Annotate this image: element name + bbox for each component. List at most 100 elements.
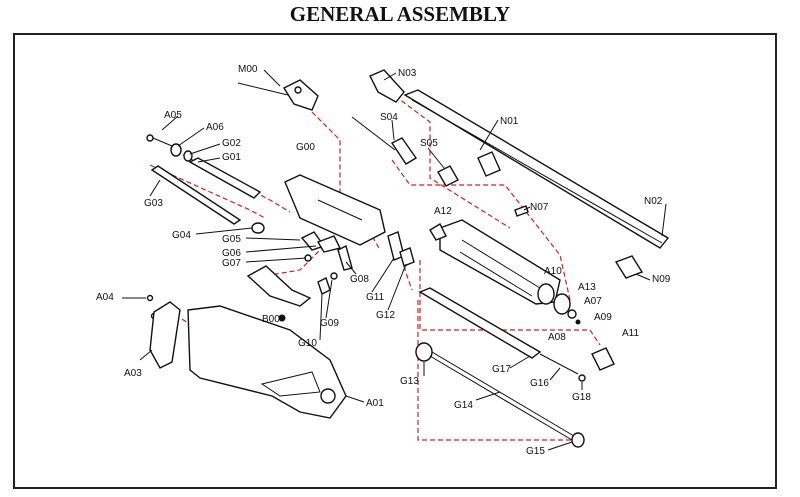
- assembly-line-g07: [269, 239, 331, 276]
- receiver-g00: [284, 174, 386, 246]
- n09-end-cap: [614, 255, 644, 279]
- label-g17: G17: [492, 364, 511, 375]
- leader-g11: [371, 257, 395, 293]
- a01-grip-cap: [320, 388, 336, 404]
- label-a13: A13: [578, 282, 596, 293]
- a10-grip-upper: [461, 239, 541, 289]
- leader-g01: [197, 157, 221, 163]
- leader-s04: [391, 119, 395, 141]
- label-s04: S04: [380, 112, 398, 123]
- page-title: GENERAL ASSEMBLY: [289, 2, 511, 26]
- leader-n01: [479, 119, 499, 151]
- label-g05: G05: [222, 234, 241, 245]
- label-g11: G11: [366, 292, 385, 303]
- stock-a01: [187, 305, 347, 419]
- g13-cap: [415, 342, 433, 362]
- rod-assembly-s04: [351, 116, 459, 187]
- label-n07: N07: [530, 202, 549, 213]
- g03-spring-guide: [150, 165, 242, 225]
- label-a04: A04: [96, 292, 114, 303]
- g02-ring: [183, 150, 193, 162]
- leader-n03: [383, 72, 397, 81]
- label-g18: G18: [572, 392, 591, 403]
- assembly-line-g14: [417, 300, 580, 441]
- tube-assembly-g01: [146, 134, 262, 225]
- leader-g08: [345, 261, 357, 275]
- g15-cap: [571, 432, 585, 448]
- label-g08: G08: [350, 274, 369, 285]
- label-g06: G06: [222, 248, 241, 259]
- assembly-line-g12: [404, 250, 413, 291]
- label-a09: A09: [594, 312, 612, 323]
- label-g03: G03: [144, 198, 163, 209]
- g04-bushing: [251, 222, 265, 234]
- label-g16: G16: [530, 378, 549, 389]
- a01-grip-panel: [260, 371, 321, 397]
- label-g02: G02: [222, 138, 241, 149]
- a03-butt-pad: [149, 301, 181, 369]
- label-a11: A11: [622, 328, 639, 339]
- s04-rod: [351, 116, 396, 151]
- g14-spring: [429, 355, 573, 441]
- label-n01: N01: [500, 116, 519, 127]
- g17-tube: [418, 287, 542, 359]
- leader-g14: [475, 391, 501, 401]
- label-a07: A07: [584, 296, 602, 307]
- leader-a05: [161, 115, 179, 131]
- n07-pin: [514, 205, 529, 217]
- leader-g02: [189, 143, 221, 155]
- leader-n07: [523, 206, 531, 211]
- leader-g05: [245, 237, 301, 241]
- label-a06: A06: [206, 122, 224, 133]
- a11-cap: [591, 347, 615, 371]
- a04-screw-top: [146, 294, 154, 302]
- leader-g04: [195, 227, 253, 235]
- a05-screw: [146, 134, 154, 142]
- assembly-line-a08: [419, 260, 601, 346]
- leader-g10: [319, 293, 323, 341]
- a09-pin: [575, 319, 581, 325]
- leader-g06: [245, 245, 317, 253]
- n03-muzzle-part: [369, 69, 405, 103]
- trigger-group-b00: [246, 265, 312, 307]
- a13-ring: [553, 293, 571, 315]
- diagram-frame: [13, 33, 777, 489]
- label-n03: N03: [398, 68, 417, 79]
- label-g12: G12: [376, 310, 395, 321]
- label-g04: G04: [172, 230, 191, 241]
- label-b00: B00: [262, 314, 280, 325]
- assembly-lines: [149, 95, 601, 441]
- label-g10: G10: [298, 338, 317, 349]
- m00-rod: [237, 82, 293, 97]
- m00-pin: [294, 86, 302, 94]
- assembly-line-s04: [391, 159, 571, 301]
- label-g13: G13: [400, 376, 419, 387]
- label-g01: G01: [222, 152, 241, 163]
- a06-ring: [170, 143, 182, 157]
- leader-m00: [263, 69, 281, 87]
- assembly-line-g03: [149, 164, 266, 219]
- leader-g09: [325, 279, 333, 319]
- label-g00: G00: [296, 142, 315, 153]
- label-a03: A03: [124, 368, 142, 379]
- leader-s05: [427, 147, 445, 169]
- g18-pin: [578, 374, 586, 382]
- m00-body: [282, 79, 319, 111]
- g09-pin: [330, 272, 338, 280]
- a01-stock-body: [187, 305, 347, 419]
- label-g14: G14: [454, 400, 473, 411]
- a10-grip-lower: [459, 251, 533, 297]
- a12-clip: [429, 223, 447, 241]
- n01-barrel-line: [411, 99, 663, 244]
- leader-a01: [345, 395, 365, 403]
- assembly-line-n03: [394, 95, 511, 229]
- g10-part: [317, 277, 331, 295]
- leader-a06: [177, 127, 205, 147]
- barrel-assembly-n01: [369, 69, 670, 249]
- g01-tube: [188, 157, 262, 199]
- g16-rod: [539, 353, 579, 375]
- label-g09: G09: [320, 318, 339, 329]
- s04-sleeve: [390, 137, 418, 165]
